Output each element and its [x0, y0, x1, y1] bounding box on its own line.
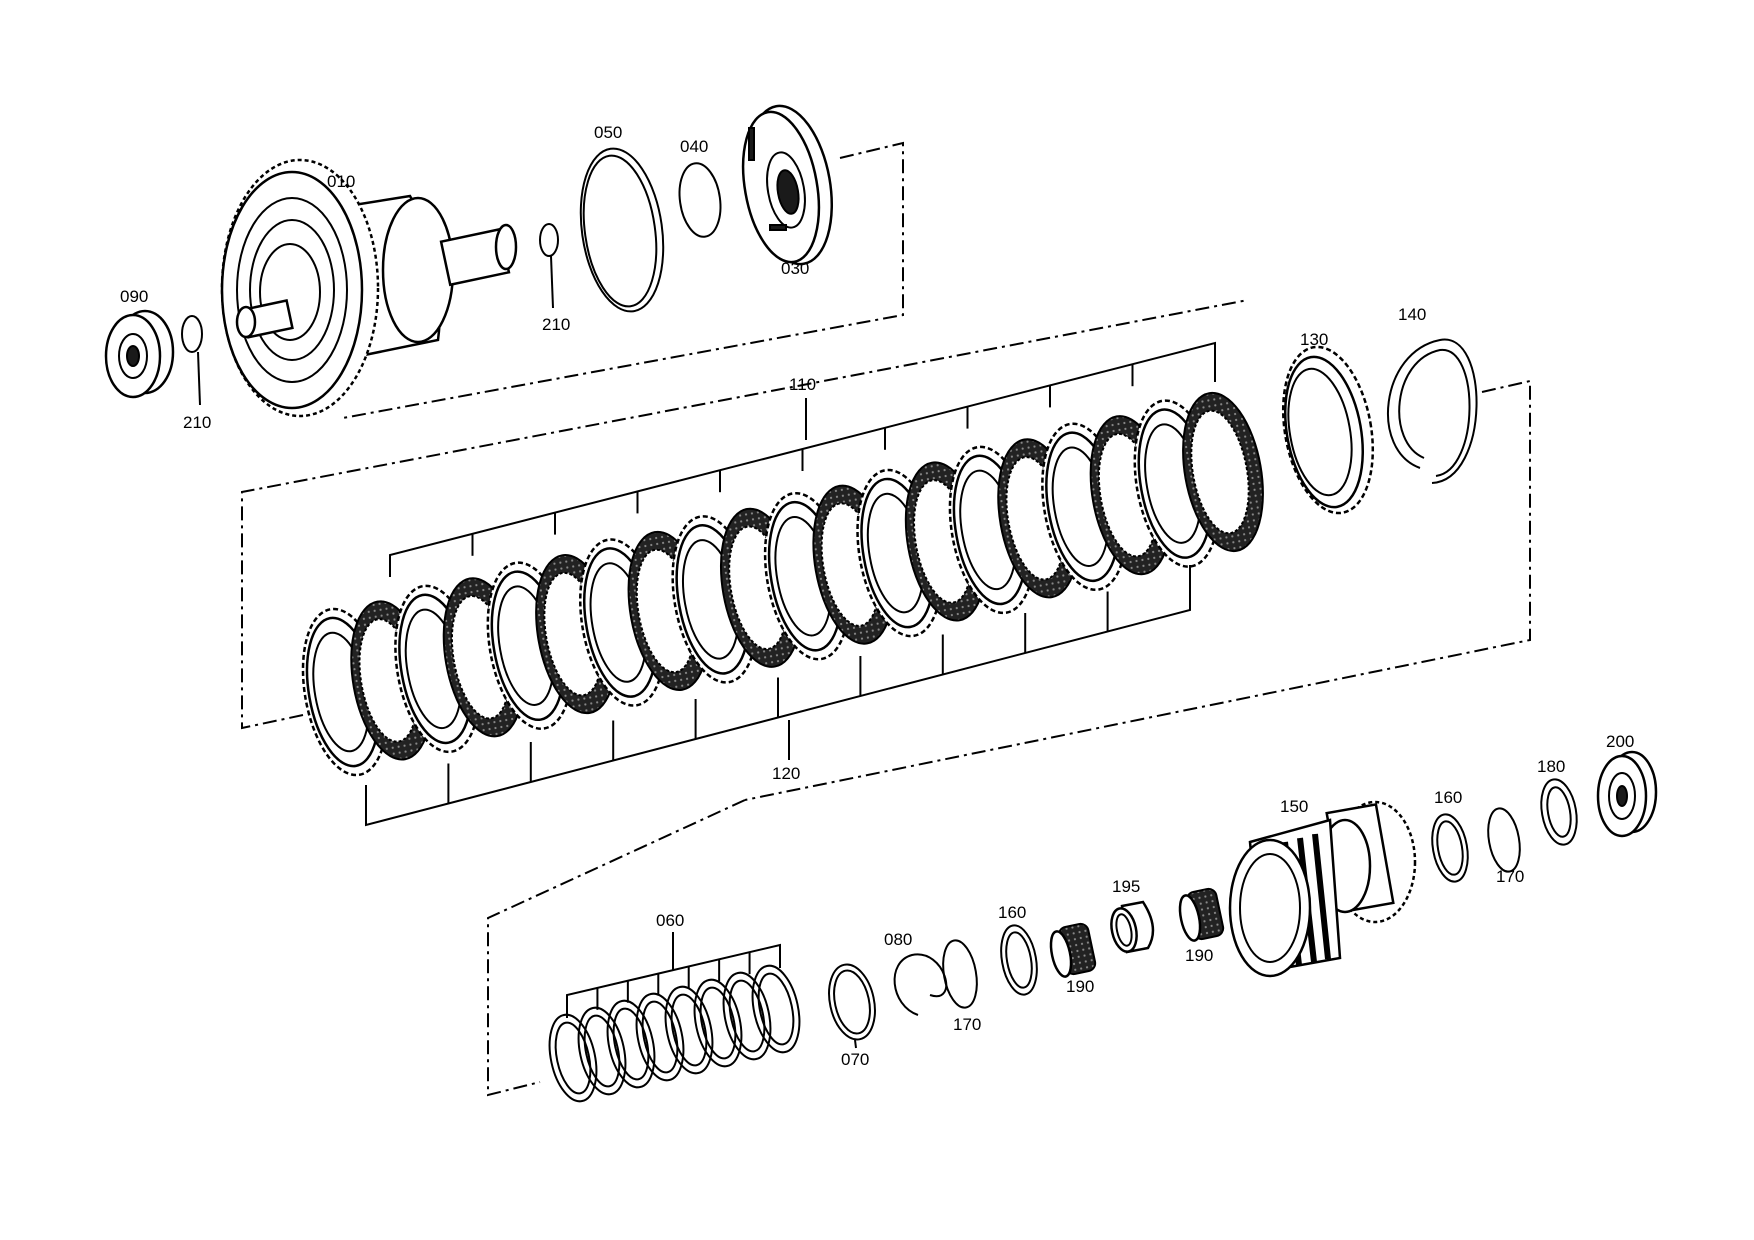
leader-070	[854, 1039, 857, 1049]
label-110: 110	[789, 375, 816, 394]
label-190-left: 190	[1066, 977, 1094, 996]
circlip-080	[893, 953, 948, 1016]
label-130: 130	[1300, 330, 1328, 349]
spring-washer	[635, 992, 685, 1082]
snap-ring-210-left	[181, 315, 203, 353]
label-060: 060	[656, 911, 684, 930]
ring-170-left	[942, 939, 978, 1009]
label-170-left: 170	[953, 1015, 981, 1034]
label-050: 050	[594, 123, 622, 142]
clutch-housing-010	[220, 158, 518, 418]
label-210-right: 210	[542, 315, 570, 334]
label-195: 195	[1112, 877, 1140, 896]
label-200: 200	[1606, 732, 1634, 751]
bearing-200	[1596, 750, 1658, 838]
spring-washer	[664, 985, 714, 1075]
label-180: 180	[1537, 757, 1565, 776]
ring-180	[1540, 778, 1578, 846]
spring-washer-stack-060	[548, 964, 801, 1103]
label-160-left: 160	[998, 903, 1026, 922]
needle-bearing-190-right	[1178, 887, 1225, 942]
label-080: 080	[884, 930, 912, 949]
assembly-boundary-top	[342, 141, 904, 419]
label-140: 140	[1398, 305, 1426, 324]
ring-160-right	[1431, 813, 1469, 883]
piston-030	[741, 104, 834, 266]
label-030: 030	[781, 259, 809, 278]
assembly-boundary-bottom	[487, 799, 746, 1097]
seal-ring-050-inner	[582, 154, 658, 308]
bracket-120-ticks	[365, 570, 1191, 825]
bearing-090	[104, 309, 175, 399]
inner-carrier-150	[1228, 800, 1417, 978]
spring-washer	[606, 999, 656, 1089]
ring-160-left-inner	[1005, 931, 1033, 989]
spring-washer	[722, 971, 772, 1061]
leader-210-right	[550, 255, 554, 309]
ring-070-inner	[833, 969, 871, 1035]
label-070: 070	[841, 1050, 869, 1069]
snap-ring-140-inner	[1398, 348, 1471, 477]
ring-180-inner	[1546, 786, 1572, 838]
spring-washer	[693, 978, 743, 1068]
label-040: 040	[680, 137, 708, 156]
clutch-plate-pack	[301, 391, 1264, 777]
snap-ring-210-right	[539, 223, 559, 257]
label-010: 010	[327, 172, 355, 191]
label-150: 150	[1280, 797, 1308, 816]
label-190-right: 190	[1185, 946, 1213, 965]
leader-210-left	[197, 351, 201, 406]
friction-plate	[1182, 391, 1264, 553]
snap-ring-140	[1387, 338, 1478, 484]
bracket-060-ticks	[566, 945, 781, 1017]
label-160-right: 160	[1434, 788, 1462, 807]
spring-washer	[751, 964, 801, 1054]
bracket-110-ticks	[389, 343, 1216, 577]
ring-070	[828, 963, 876, 1041]
seal-ring-050	[579, 147, 665, 313]
ring-170-right	[1487, 807, 1521, 873]
end-plate-130	[1281, 345, 1375, 515]
label-170-right: 170	[1496, 867, 1524, 886]
bushing-195	[1110, 900, 1155, 954]
ring-160-right-inner	[1436, 820, 1464, 876]
seal-ring-040	[678, 162, 722, 238]
assembly-boundary-middle	[241, 299, 1531, 801]
ring-160-left	[1000, 924, 1038, 996]
spring-washer	[548, 1013, 598, 1103]
label-120: 120	[772, 764, 800, 783]
needle-bearing-190-left	[1049, 922, 1097, 978]
label-090: 090	[120, 287, 148, 306]
label-210-left: 210	[183, 413, 211, 432]
spring-washer	[577, 1006, 627, 1096]
